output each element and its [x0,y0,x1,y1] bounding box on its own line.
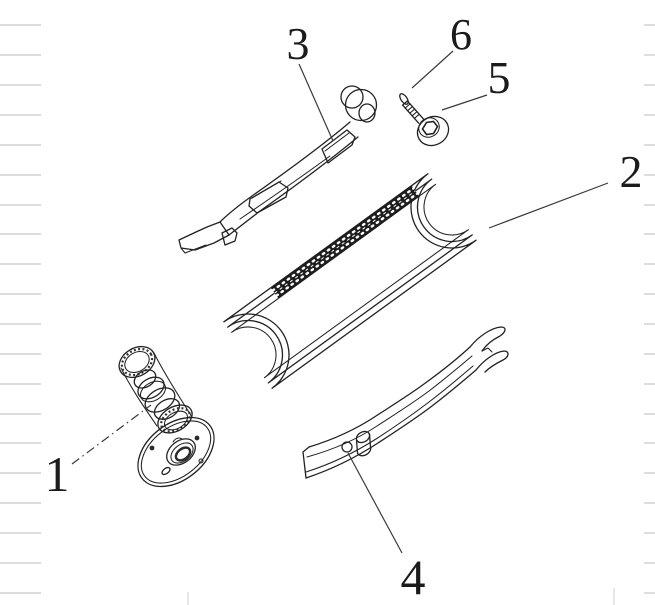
leader-6 [411,50,454,89]
leader-3 [298,63,334,142]
guide-fork-lower [475,350,509,373]
flange-hole [198,458,204,464]
leader-2 [488,182,609,229]
bolt-threads [404,103,420,119]
guide-fork-upper [469,326,506,352]
bolt-hex-socket [421,120,439,136]
guide-pad [321,129,356,164]
guide-eyelet-hole [358,103,376,123]
o-ring [399,93,409,105]
guide-hole [341,441,353,453]
flange-hole [149,445,155,451]
part-6-o-ring [399,93,409,105]
sprocket-flange [137,416,215,488]
callout-5: 5 [488,52,511,103]
bolt-flange-head [416,115,450,147]
gridline-stubs-bottom [187,588,615,605]
part-2-cam-chain [223,173,477,389]
leader-5 [441,94,488,111]
part-1-camshaft-assembly [118,345,215,488]
leader-4 [347,452,403,554]
hub-keyway [172,437,183,443]
gridline-stubs-right [644,24,655,594]
flange-hole [194,435,200,441]
flange-slot [161,466,171,476]
hub-bore [174,446,192,462]
leader-1 [71,404,152,465]
part-5-flange-bolt [401,100,450,147]
gridline-stubs-left [0,24,41,594]
callout-6: 6 [450,10,472,59]
callout-4: 4 [401,549,426,605]
callout-2: 2 [620,146,643,197]
leader-lines [71,50,609,554]
camshaft-bearing-bottom [157,404,193,434]
guide-eyelet [344,88,378,122]
callout-labels: 1 2 3 4 5 6 [45,10,643,605]
chain-link-band [270,185,420,299]
camshaft-bearing-top [118,345,156,379]
flange-hub [166,438,196,466]
callout-1: 1 [45,446,70,502]
part-3-upper-chain-guide [178,85,378,254]
callout-3: 3 [287,18,310,69]
guide-pivot-boss [340,85,364,109]
part-4-lower-chain-guide [302,326,509,479]
